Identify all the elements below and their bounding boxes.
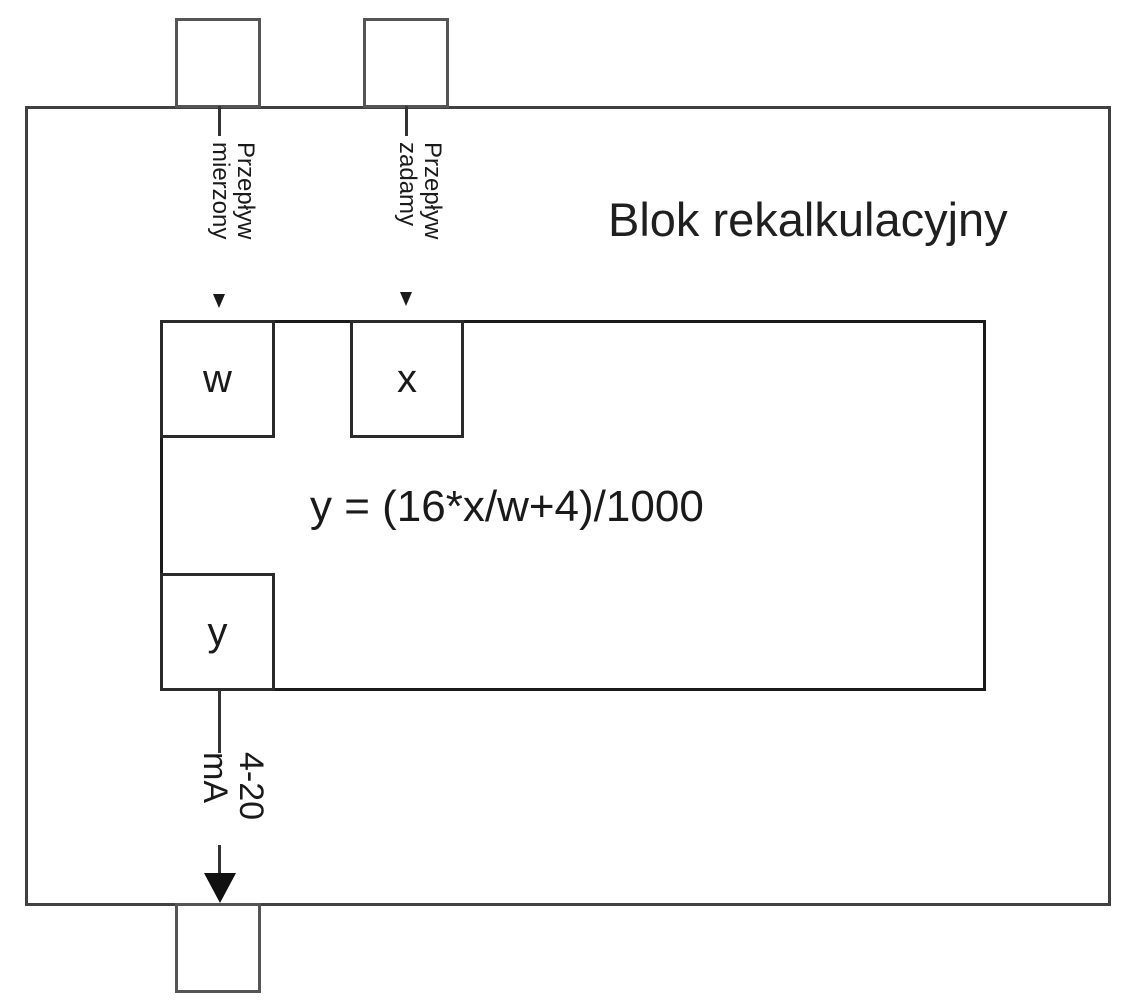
input-label-measured-flow: Przepływ mierzony [206,142,259,240]
input-port-setpoint-flow [363,18,449,108]
output-label-current: 4-20 mA [196,752,270,821]
connector-line [405,106,408,136]
label-line: mierzony [206,142,234,240]
block-title: Blok rekalkulacyjny [608,193,1008,246]
arrow-down-icon [400,292,412,306]
label-line: zadamy [393,142,421,227]
connector-line [218,106,221,136]
connector-line [218,690,221,753]
label-line: Przepływ [419,142,446,240]
recalculation-block [25,106,1111,906]
variable-w-cell: w [160,320,275,438]
variable-label: y [207,609,228,654]
variable-x-cell: x [350,320,464,438]
variable-label: x [397,356,417,401]
input-port-measured-flow [175,18,261,108]
arrow-down-icon [204,873,236,903]
label-line: mA [196,752,235,803]
arrow-down-icon [213,294,225,308]
formula: y = (16*x/w+4)/1000 [310,482,704,531]
label-line: 4-20 [232,752,270,821]
input-label-setpoint-flow: Przepływ zadamy [393,142,446,240]
calculation-box [160,320,986,691]
variable-y-cell: y [160,573,275,691]
output-port [175,903,261,993]
connector-line [218,845,221,875]
label-line: Przepływ [232,142,259,240]
variable-label: w [203,356,232,401]
